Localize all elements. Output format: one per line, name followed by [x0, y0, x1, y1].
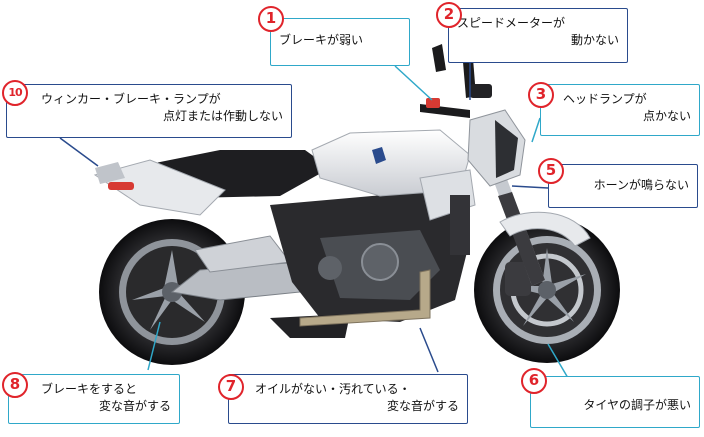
callout-6: タイヤの調子が悪い	[530, 376, 700, 428]
pointer-10	[59, 137, 99, 167]
callout-2: スピードメーターが 動かない	[448, 8, 628, 63]
callout-1-line-1: ブレーキが弱い	[279, 33, 364, 47]
callout-10-line-1: ウィンカー・ブレーキ・ランプが	[41, 92, 221, 106]
callout-6-line-1: タイヤの調子が悪い	[583, 398, 691, 412]
callout-2-line-2: 動かない	[570, 33, 619, 47]
callout-8: ブレーキをすると 変な音がする	[8, 374, 180, 424]
pointer-1	[394, 65, 433, 101]
callout-8-line-2: 変な音がする	[98, 399, 171, 413]
callout-7-line-2: 変な音がする	[386, 399, 459, 413]
callout-7-line-1: オイルがない・汚れている・	[255, 382, 411, 396]
pointer-8	[147, 321, 161, 371]
pointer-3	[531, 117, 541, 143]
callout-8-line-1: ブレーキをすると	[41, 382, 138, 396]
pointer-7	[419, 327, 439, 373]
callout-1: ブレーキが弱い	[270, 18, 410, 66]
tail-cowl	[93, 159, 226, 216]
callout-10-line-2: 点灯または作動しない	[162, 109, 283, 123]
front-wheel	[474, 217, 620, 363]
callout-3-line-2: 点かない	[642, 109, 691, 123]
callout-3: ヘッドランプが 点かない	[540, 84, 700, 136]
front-fender	[499, 211, 591, 247]
badge-2: 2	[436, 2, 462, 28]
callout-10: ウィンカー・ブレーキ・ランプが 点灯または作動しない	[6, 84, 292, 138]
callout-5: ホーンが鳴らない	[548, 164, 698, 208]
badge-5: 5	[538, 158, 564, 184]
callout-2-line-1: スピードメーターが	[457, 16, 566, 30]
pointer-6	[547, 343, 569, 379]
callout-7: オイルがない・汚れている・ 変な音がする	[228, 374, 468, 424]
callout-5-line-1: ホーンが鳴らない	[593, 178, 689, 192]
badge-6: 6	[521, 368, 547, 394]
pointer-5	[511, 185, 549, 189]
exhaust-pipe	[299, 269, 431, 327]
badge-8: 8	[2, 372, 28, 398]
badge-7: 7	[218, 374, 244, 400]
badge-1: 1	[258, 6, 284, 32]
badge-10: 10	[2, 80, 28, 106]
callout-3-line-1: ヘッドランプが	[563, 92, 647, 106]
badge-3: 3	[528, 82, 554, 108]
